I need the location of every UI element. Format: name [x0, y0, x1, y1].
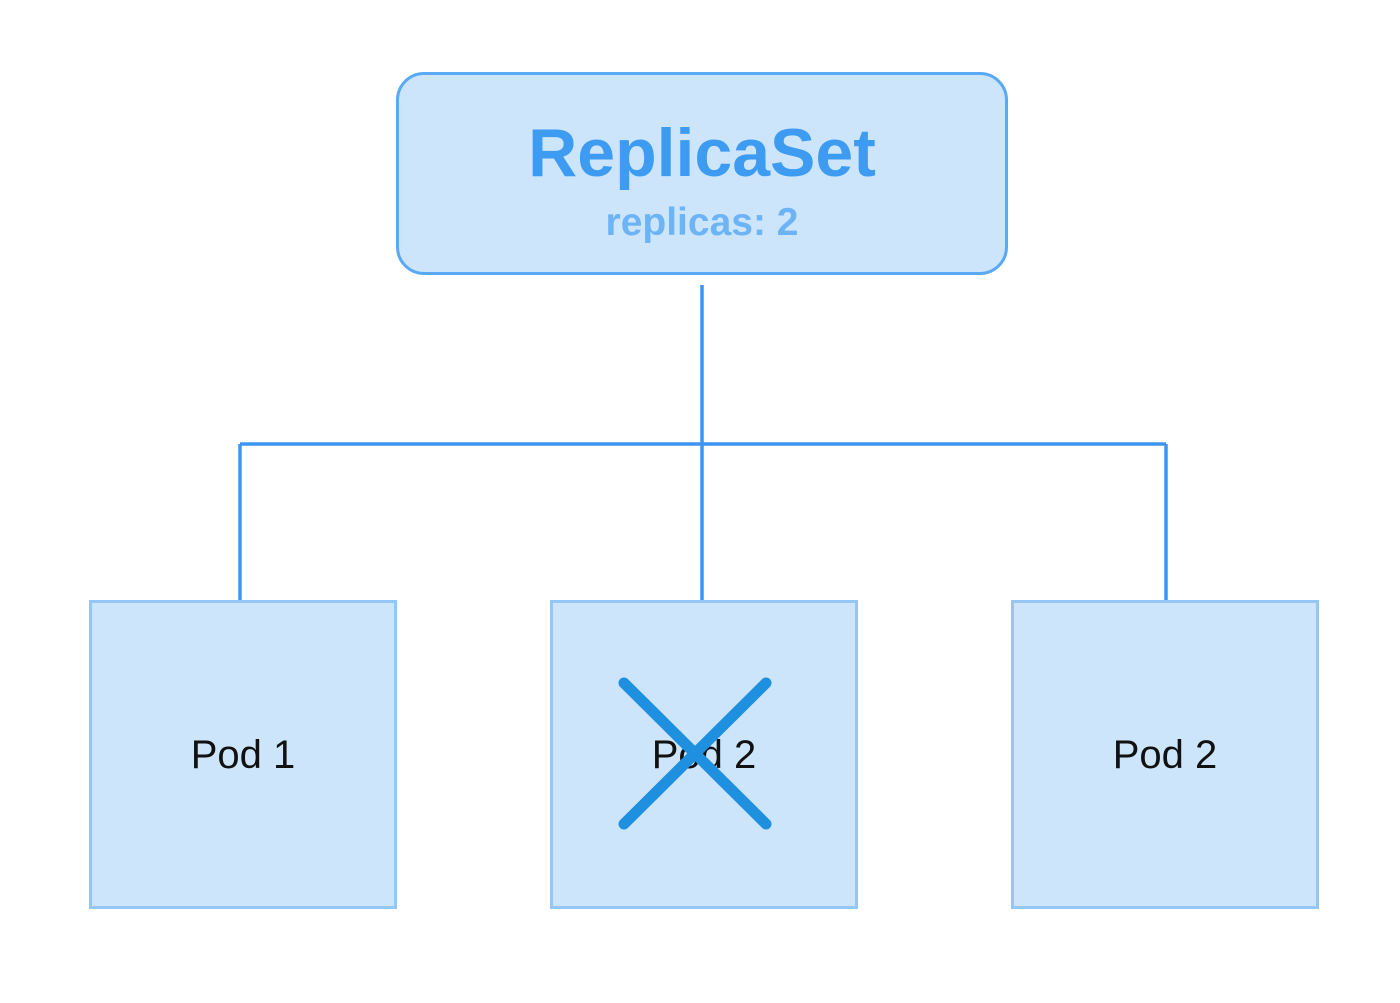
- replicaset-title: ReplicaSet: [528, 115, 876, 191]
- pod-label-3: Pod 2: [1112, 733, 1218, 777]
- pod-node-3: Pod 2: [1011, 600, 1319, 909]
- pod-node-1: Pod 1: [89, 600, 397, 909]
- replicaset-node: ReplicaSet replicas: 2: [396, 72, 1008, 275]
- pod-node-2-terminated: Pod 2: [550, 600, 858, 909]
- pod-label-2: Pod 2: [651, 733, 757, 777]
- pod-label-1: Pod 1: [190, 733, 296, 777]
- replicaset-replicas-count: replicas: 2: [605, 201, 799, 244]
